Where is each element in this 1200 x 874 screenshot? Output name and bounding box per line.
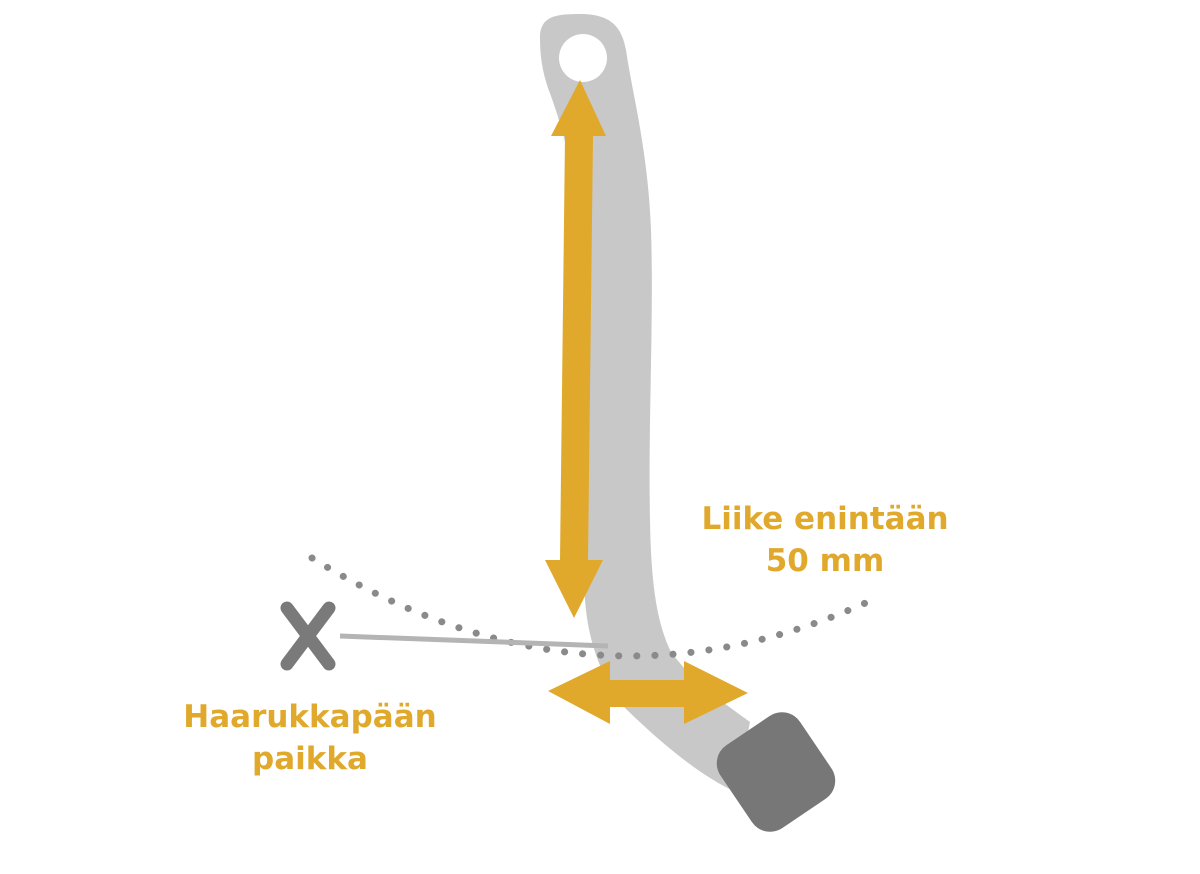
x-mark-icon	[280, 601, 336, 671]
double-arrow-horizontal-icon	[548, 661, 748, 724]
fork-position-label-line1: Haarukkapään	[183, 699, 437, 735]
travel-limit-label: Liike enintään 50 mm	[690, 498, 960, 582]
fork-position-label-line2: paikka	[252, 741, 368, 777]
lever-pivot-hole	[559, 34, 607, 82]
fork-position-label: Haarukkapään paikka	[160, 696, 460, 780]
double-arrow-vertical-icon	[545, 80, 606, 618]
travel-limit-label-line2: 50 mm	[765, 543, 885, 579]
fork-guide-line	[339, 633, 609, 649]
travel-limit-label-line1: Liike enintään	[701, 501, 949, 537]
lever-pad	[716, 712, 836, 832]
lever	[540, 14, 836, 832]
travel-arc	[308, 554, 876, 660]
lever-arm	[540, 14, 750, 792]
